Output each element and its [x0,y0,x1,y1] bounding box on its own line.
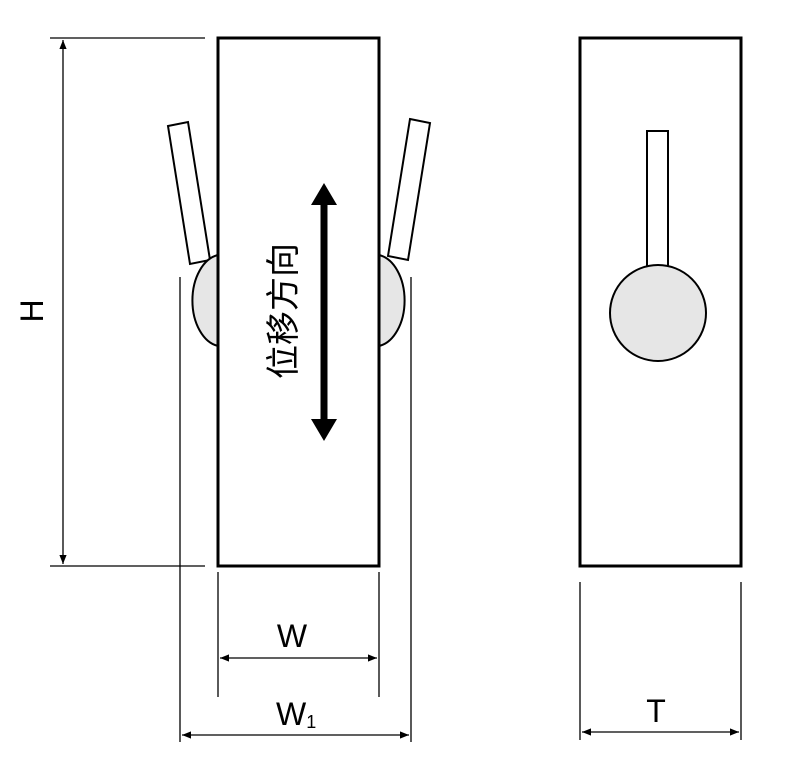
side-bulb [609,264,707,362]
front-body [216,36,381,568]
width-label: W [277,618,308,654]
side-body [578,36,743,568]
right-bulb [378,253,406,348]
overall-width-label-main: W [276,696,307,732]
overall-width-label: W1 [276,696,316,732]
side-rod [646,130,669,272]
height-label: H [14,299,50,322]
front-view: 位移方向 [166,36,432,568]
left-bulb [191,253,219,348]
thickness-label: T [646,693,666,729]
side-view [578,36,743,568]
right-rod [386,117,432,262]
overall-width-label-subscript: 1 [306,712,316,732]
left-rod [166,120,212,266]
displacement-direction-label: 位移方向 [264,243,304,379]
dimension-lines [50,37,742,742]
displacement-arrow [311,183,337,441]
